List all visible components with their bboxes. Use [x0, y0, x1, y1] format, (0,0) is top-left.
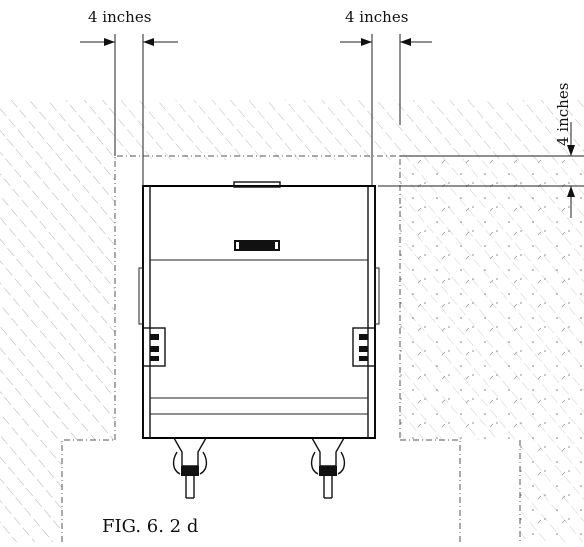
left-caster: [172, 437, 208, 499]
top-dimension-label: 4 inches: [554, 83, 572, 146]
top-wall-hatch: [115, 100, 584, 160]
opening-outline: [61, 155, 521, 542]
left-dimension: 4 inches: [80, 8, 178, 186]
enclosure-walls: [0, 100, 584, 542]
right-wall-dots: [400, 160, 584, 542]
top-lip: [233, 181, 281, 188]
right-dimension-label: 4 inches: [345, 8, 408, 26]
figure-caption: FIG. 6. 2 d: [102, 516, 198, 537]
right-dimension: 4 inches: [340, 8, 432, 186]
appliance-body: [142, 185, 376, 439]
left-latch: [142, 327, 166, 367]
left-dimension-label: 4 inches: [88, 8, 151, 26]
appliance: [138, 181, 380, 499]
right-caster: [310, 437, 346, 499]
left-wall-hatch: [0, 100, 115, 542]
top-dimension: 4 inches: [378, 83, 584, 218]
handle-slot: [234, 240, 280, 251]
right-latch: [352, 327, 376, 367]
